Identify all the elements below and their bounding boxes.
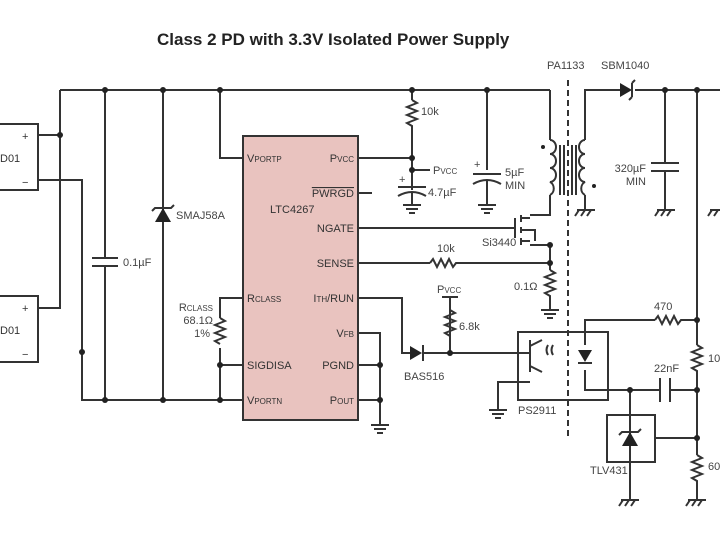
svg-text:22nF: 22nF	[654, 363, 679, 375]
ground-opto	[489, 409, 507, 419]
resistor-bottom-divider: 60	[689, 454, 720, 485]
tvs-diode: SMAJ58A	[151, 204, 226, 222]
ic-ltc4267: LTC4267 VPORTP RCLASS SIGDISA VPORTN PVC…	[242, 135, 359, 421]
svg-text:TLV431: TLV431	[590, 465, 628, 477]
bridge-top: D01 + −	[0, 123, 39, 191]
svg-text:0.1Ω: 0.1Ω	[514, 281, 538, 293]
pvcc-label-2: PVCC	[437, 284, 461, 296]
pin-pwrgd: PWRGD	[312, 188, 354, 200]
pin-vportp: VPORTP	[247, 153, 282, 165]
diagram-title: Class 2 PD with 3.3V Isolated Power Supp…	[157, 30, 510, 49]
svg-text:320µF: 320µF	[615, 163, 647, 175]
capacitor-22nf: 22nF	[654, 363, 679, 402]
svg-text:4.7µF: 4.7µF	[428, 187, 457, 199]
pin-vfb: VFB	[336, 328, 354, 340]
transformer-pa1133: PA1133	[541, 60, 596, 196]
capacitor-input: 0.1µF	[92, 257, 152, 269]
diode-bas516: BAS516	[404, 345, 444, 383]
pin-vportn: VPORTN	[247, 395, 282, 407]
svg-text:10: 10	[708, 353, 720, 365]
shunt-tlv431: TLV431	[590, 414, 656, 477]
pin-pgnd: PGND	[322, 360, 354, 372]
svg-text:5µF: 5µF	[505, 167, 524, 179]
svg-text:D01: D01	[0, 153, 20, 165]
capacitor-4-7uf: + 4.7µF	[397, 174, 457, 214]
pin-pvcc: PVCC	[330, 153, 354, 165]
svg-text:0.1µF: 0.1µF	[123, 257, 152, 269]
svg-text:10k: 10k	[437, 243, 455, 255]
wires	[38, 89, 720, 500]
svg-text:+: +	[474, 159, 480, 171]
svg-text:D01: D01	[0, 325, 20, 337]
pvcc-label: PVCC	[433, 165, 457, 177]
svg-text:10k: 10k	[421, 106, 439, 118]
svg-text:SBM1040: SBM1040	[601, 60, 649, 72]
svg-text:−: −	[22, 349, 28, 361]
grounds-bottom	[618, 499, 706, 507]
diode-sbm1040: SBM1040	[601, 60, 649, 101]
svg-text:470: 470	[654, 301, 672, 313]
resistor-470: 470	[654, 301, 685, 327]
resistor-0-1ohm: 0.1Ω	[514, 269, 559, 319]
svg-text:LTC4267: LTC4267	[270, 204, 314, 216]
svg-text:MIN: MIN	[626, 176, 646, 188]
resistor-rclass: RCLASS 68.1Ω 1%	[179, 302, 228, 345]
optocoupler-ps2911: PS2911	[517, 331, 609, 417]
mosfet-si3440: Si3440	[482, 215, 536, 249]
resistor-top-divider: 10	[689, 344, 720, 375]
svg-text:MIN: MIN	[505, 180, 525, 192]
svg-text:RCLASS: RCLASS	[179, 302, 213, 314]
svg-text:SMAJ58A: SMAJ58A	[176, 210, 226, 222]
svg-text:Si3440: Si3440	[482, 237, 516, 249]
pin-pout: POUT	[330, 395, 354, 407]
pin-ngate: NGATE	[317, 223, 354, 235]
capacitor-5uf: + 5µF MIN	[472, 159, 525, 214]
svg-text:68.1Ω: 68.1Ω	[183, 315, 213, 327]
bridge-bottom: D01 + −	[0, 295, 39, 363]
ground-right	[707, 209, 720, 217]
svg-text:1%: 1%	[194, 328, 210, 340]
svg-text:PS2911: PS2911	[518, 405, 556, 417]
pin-ith-run: ITH/RUN	[313, 293, 354, 305]
svg-text:BAS516: BAS516	[404, 371, 444, 383]
ground-ic	[371, 424, 389, 434]
pin-sigdisa: SIGDISA	[247, 360, 292, 372]
pin-rclass: RCLASS	[247, 293, 281, 305]
pin-sense: SENSE	[317, 258, 354, 270]
svg-text:PA1133: PA1133	[547, 60, 585, 72]
resistor-10k-pullup: 10k	[404, 99, 439, 130]
svg-text:+: +	[22, 303, 28, 315]
ground-secondary	[574, 209, 595, 217]
svg-text:6.8k: 6.8k	[459, 321, 480, 333]
svg-text:60: 60	[708, 461, 720, 473]
resistor-10k-sense: 10k	[429, 243, 460, 270]
junction-dots	[57, 87, 700, 441]
capacitor-320uf: 320µF MIN	[615, 162, 679, 217]
svg-text:−: −	[22, 177, 28, 189]
resistor-6-8k: 6.8k	[442, 309, 480, 345]
svg-text:+: +	[399, 174, 405, 186]
svg-text:+: +	[22, 131, 28, 143]
